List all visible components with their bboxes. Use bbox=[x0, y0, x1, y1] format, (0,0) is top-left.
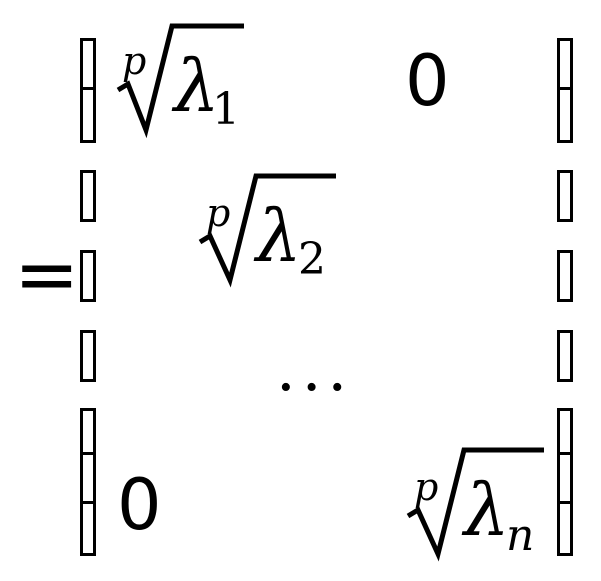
equals-sign: = bbox=[14, 230, 80, 320]
missing-glyph-box bbox=[80, 501, 96, 556]
missing-glyph-box bbox=[557, 250, 573, 302]
radical-sign-icon bbox=[116, 23, 244, 139]
missing-glyph-box bbox=[557, 330, 573, 382]
missing-glyph-box bbox=[80, 330, 96, 382]
missing-glyph-box bbox=[557, 452, 573, 504]
missing-glyph-box bbox=[80, 408, 96, 456]
missing-glyph-box bbox=[80, 452, 96, 504]
radical-index: p bbox=[122, 39, 147, 83]
matrix-zero-top-right: 0 bbox=[405, 40, 450, 122]
ellipsis: ... bbox=[276, 332, 354, 405]
missing-glyph-box bbox=[557, 408, 573, 456]
matrix-zero-bottom-left: 0 bbox=[117, 464, 162, 546]
missing-glyph-box bbox=[80, 250, 96, 302]
radical-index: p bbox=[206, 191, 231, 235]
missing-glyph-box bbox=[557, 501, 573, 556]
lambda-subscript: n bbox=[506, 510, 535, 561]
lambda-symbol: λ bbox=[464, 468, 510, 552]
lambda-symbol: λ bbox=[174, 44, 220, 128]
lambda-subscript: 2 bbox=[298, 234, 326, 285]
missing-glyph-box bbox=[80, 38, 96, 90]
radical-sign-icon bbox=[406, 447, 544, 562]
missing-glyph-box bbox=[80, 170, 96, 222]
missing-glyph-box bbox=[80, 87, 96, 143]
radical-index: p bbox=[414, 465, 439, 509]
radical-sign-icon bbox=[198, 173, 336, 288]
lambda-symbol: λ bbox=[256, 194, 302, 278]
missing-glyph-box bbox=[557, 87, 573, 143]
lambda-subscript: 1 bbox=[212, 84, 240, 135]
missing-glyph-box bbox=[557, 170, 573, 222]
missing-glyph-box bbox=[557, 38, 573, 90]
